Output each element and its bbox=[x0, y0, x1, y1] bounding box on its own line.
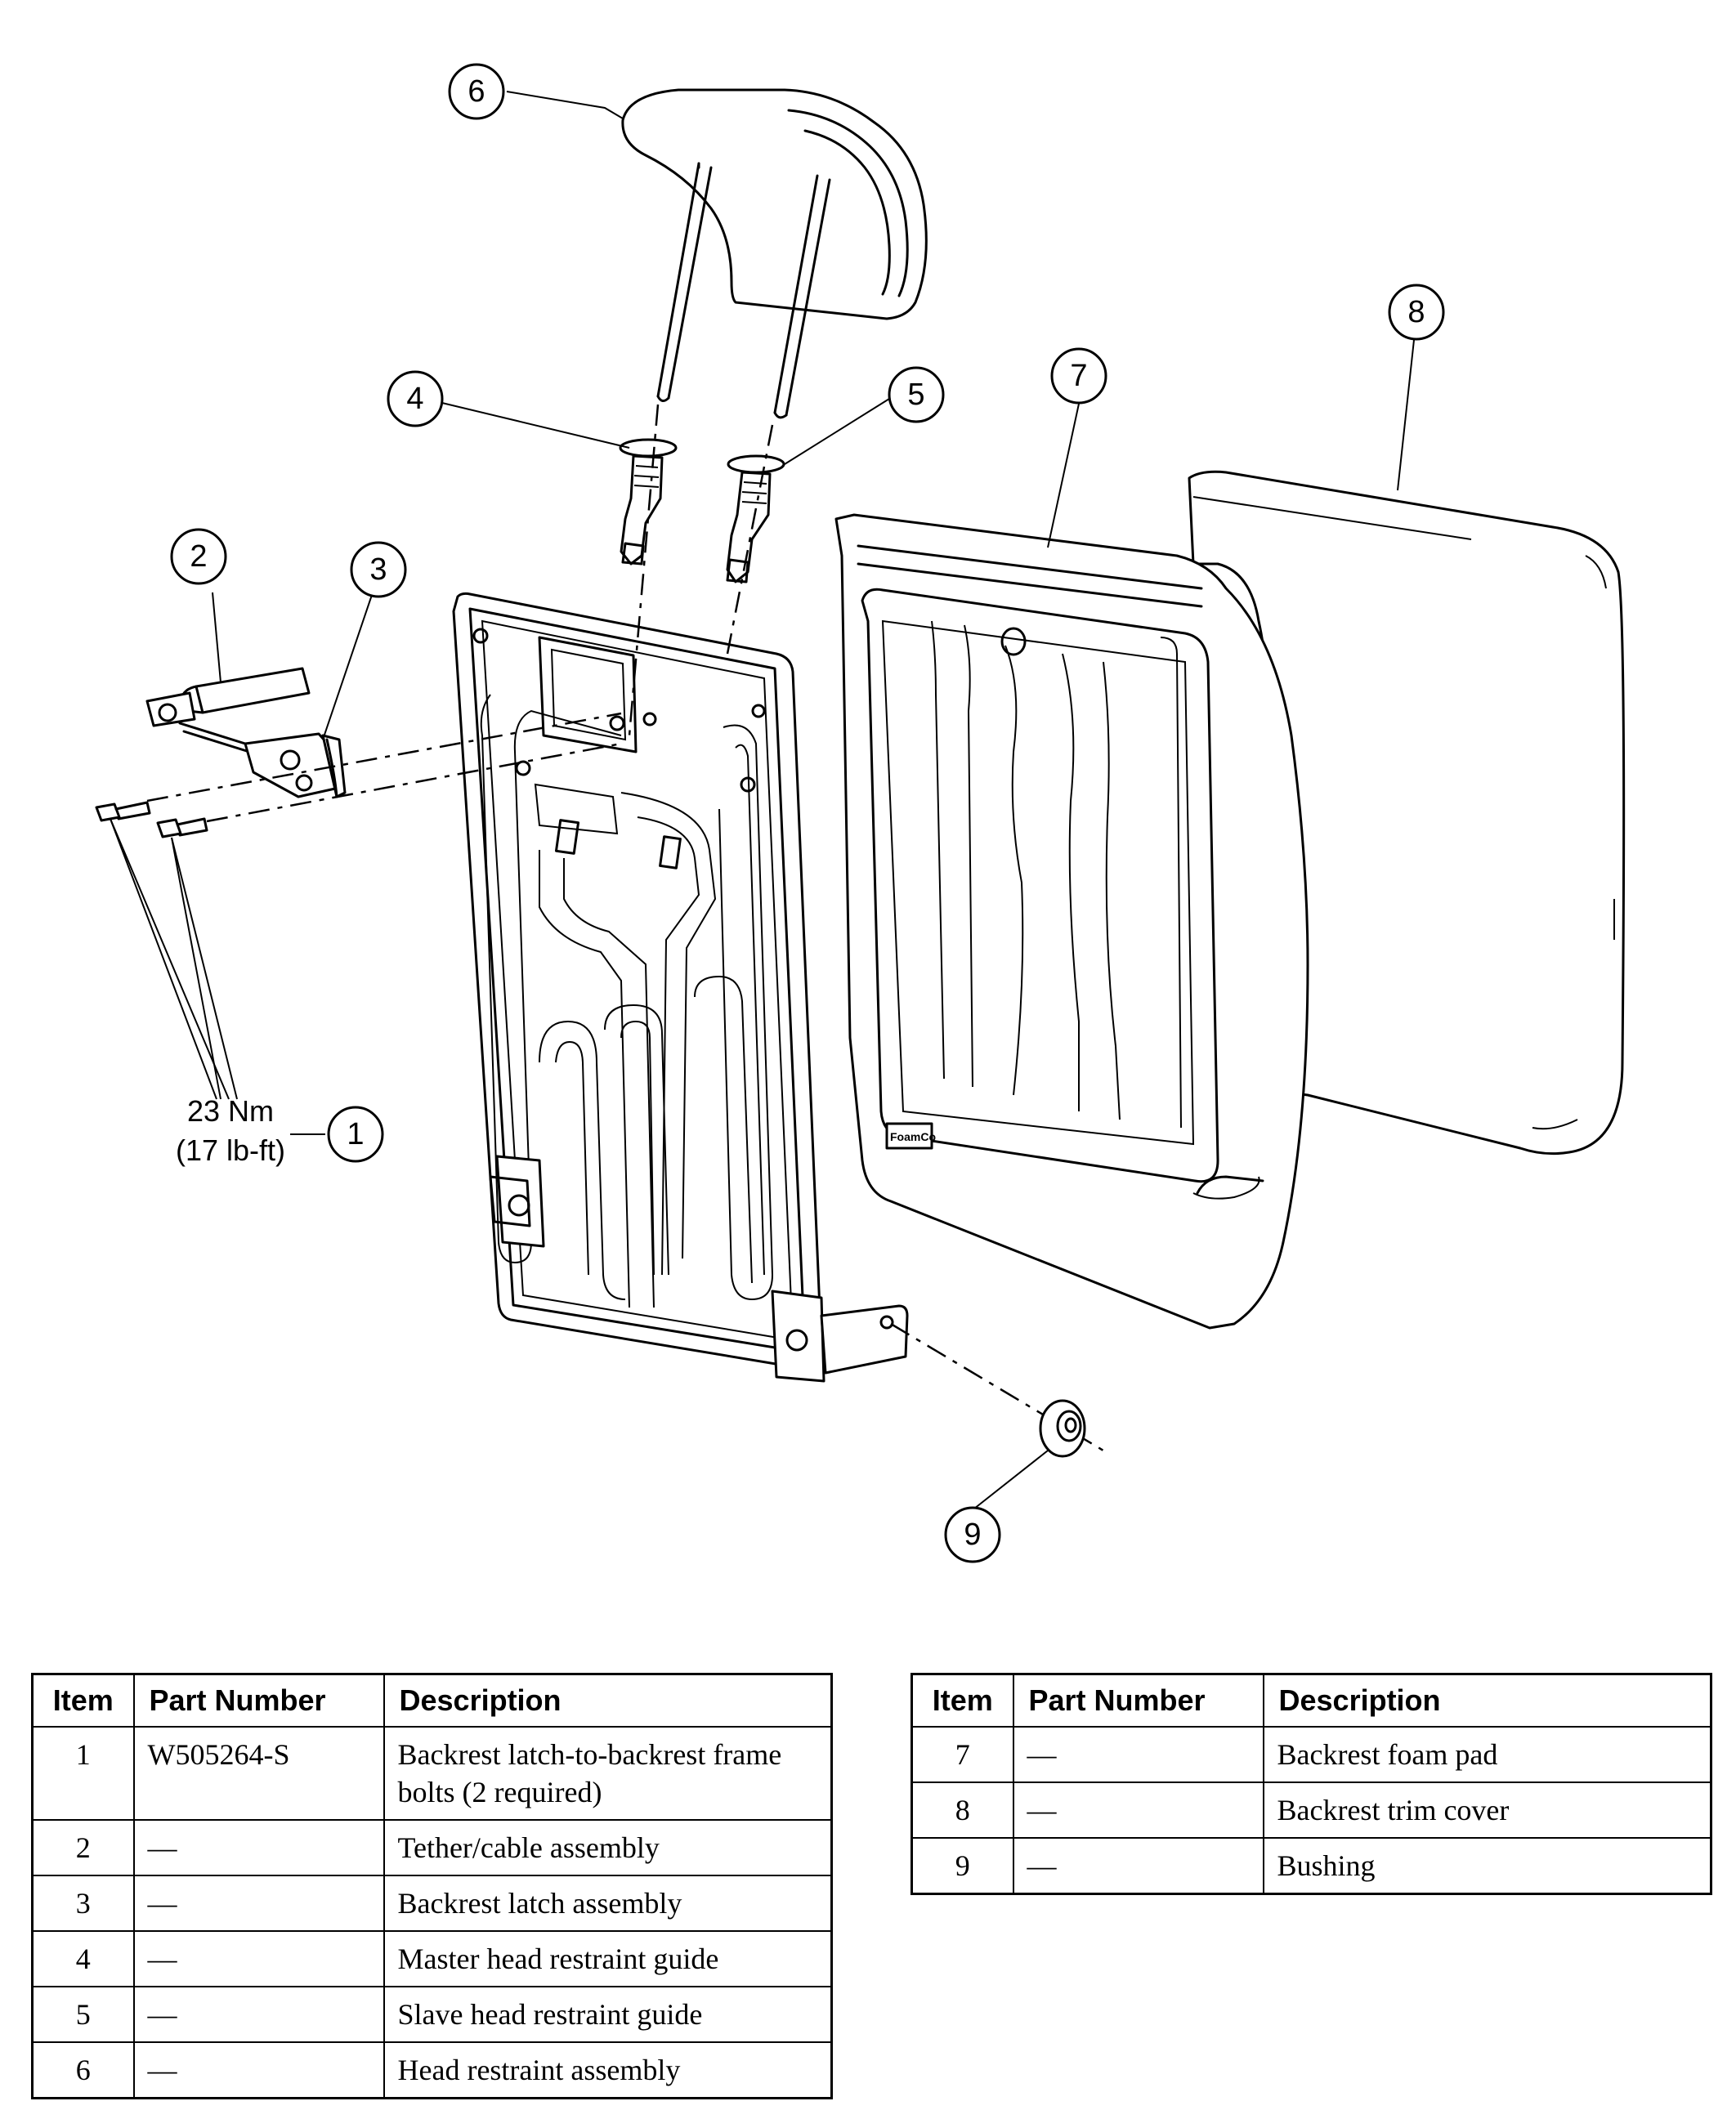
callout-3: 3 bbox=[350, 541, 407, 598]
cell-part-number: — bbox=[132, 1930, 385, 1987]
callout-2: 2 bbox=[170, 528, 227, 585]
cell-item: 9 bbox=[911, 1837, 1014, 1895]
callout-1: 1 bbox=[327, 1106, 384, 1163]
table-row: 6 — Head restraint assembly bbox=[31, 2041, 833, 2099]
table-row: 4 — Master head restraint guide bbox=[31, 1930, 833, 1987]
cell-item: 3 bbox=[31, 1875, 135, 1932]
header-part-number: Part Number bbox=[1012, 1673, 1264, 1728]
assembly-centerline bbox=[206, 742, 622, 823]
header-item: Item bbox=[31, 1673, 135, 1728]
callout-6: 6 bbox=[448, 63, 505, 120]
table-row: 9 — Bushing bbox=[911, 1837, 1712, 1895]
header-part-number: Part Number bbox=[132, 1673, 385, 1728]
header-item: Item bbox=[911, 1673, 1014, 1728]
master-head-restraint-guide bbox=[619, 438, 678, 566]
torque-spec-imperial: (17 lb-ft) bbox=[176, 1133, 285, 1167]
cell-description: Backrest latch-to-backrest frame bolts (… bbox=[383, 1726, 833, 1821]
slave-head-restraint-guide bbox=[726, 454, 785, 583]
cell-item: 4 bbox=[31, 1930, 135, 1987]
cell-description: Slave head restraint guide bbox=[383, 1986, 833, 2043]
cell-part-number: — bbox=[1012, 1837, 1264, 1895]
svg-text:7: 7 bbox=[1070, 359, 1087, 393]
backrest-foam-pad: FoamCo bbox=[834, 513, 1309, 1330]
cell-description: Bushing bbox=[1262, 1837, 1712, 1895]
cell-item: 8 bbox=[911, 1781, 1014, 1839]
assembly-centerline bbox=[146, 712, 622, 802]
table-row: 2 — Tether/cable assembly bbox=[31, 1819, 833, 1876]
cell-item: 2 bbox=[31, 1819, 135, 1876]
cell-description: Master head restraint guide bbox=[383, 1930, 833, 1987]
foam-pad-brand-mark: FoamCo bbox=[890, 1130, 936, 1143]
cell-description: Tether/cable assembly bbox=[383, 1819, 833, 1876]
backrest-latch-assembly bbox=[244, 732, 347, 798]
cell-part-number: — bbox=[132, 1986, 385, 2043]
cell-item: 5 bbox=[31, 1986, 135, 2043]
parts-table-left: Item Part Number Description 1 W505264-S… bbox=[31, 1673, 833, 2099]
table-header-row: Item Part Number Description bbox=[911, 1673, 1712, 1728]
cell-description: Head restraint assembly bbox=[383, 2041, 833, 2099]
header-description: Description bbox=[1262, 1673, 1712, 1728]
svg-text:4: 4 bbox=[406, 382, 423, 416]
table-row: 5 — Slave head restraint guide bbox=[31, 1986, 833, 2043]
cell-item: 1 bbox=[31, 1726, 135, 1821]
svg-text:9: 9 bbox=[964, 1518, 981, 1552]
bushing bbox=[1039, 1399, 1086, 1458]
cell-part-number: — bbox=[1012, 1781, 1264, 1839]
head-restraint-assembly bbox=[621, 88, 928, 419]
cell-item: 7 bbox=[911, 1726, 1014, 1783]
cell-part-number: — bbox=[132, 1875, 385, 1932]
cell-part-number: — bbox=[132, 2041, 385, 2099]
svg-text:3: 3 bbox=[369, 552, 387, 587]
callout-5: 5 bbox=[888, 366, 945, 423]
backrest-latch-to-frame-bolts bbox=[95, 801, 208, 838]
callout-8: 8 bbox=[1388, 284, 1445, 341]
svg-text:1: 1 bbox=[347, 1117, 364, 1151]
header-description: Description bbox=[383, 1673, 833, 1728]
cell-description: Backrest foam pad bbox=[1262, 1726, 1712, 1783]
table-header-row: Item Part Number Description bbox=[31, 1673, 833, 1728]
callout-leaders bbox=[110, 91, 1415, 1513]
callout-9: 9 bbox=[944, 1506, 1001, 1563]
exploded-view-diagram: FoamCo bbox=[95, 63, 1626, 1563]
svg-text:5: 5 bbox=[907, 378, 924, 412]
cell-part-number: — bbox=[1012, 1726, 1264, 1783]
table-row: 1 W505264-S Backrest latch-to-backrest f… bbox=[31, 1726, 833, 1821]
svg-text:8: 8 bbox=[1407, 295, 1425, 329]
table-row: 7 — Backrest foam pad bbox=[911, 1726, 1712, 1783]
assembly-centerline bbox=[628, 404, 660, 736]
cell-description: Backrest trim cover bbox=[1262, 1781, 1712, 1839]
table-row: 8 — Backrest trim cover bbox=[911, 1781, 1712, 1839]
table-row: 3 — Backrest latch assembly bbox=[31, 1875, 833, 1932]
parts-table-right: Item Part Number Description 7 — Backres… bbox=[911, 1673, 1712, 1895]
cell-description: Backrest latch assembly bbox=[383, 1875, 833, 1932]
torque-spec-metric: 23 Nm bbox=[187, 1094, 274, 1128]
cell-item: 6 bbox=[31, 2041, 135, 2099]
callout-7: 7 bbox=[1050, 347, 1107, 405]
backrest-frame bbox=[452, 592, 909, 1383]
cell-part-number: — bbox=[132, 1819, 385, 1876]
cell-part-number: W505264-S bbox=[132, 1726, 385, 1821]
callout-4: 4 bbox=[387, 370, 444, 427]
svg-text:6: 6 bbox=[468, 74, 485, 109]
assembly-centerline bbox=[726, 424, 774, 655]
svg-text:2: 2 bbox=[190, 539, 207, 574]
